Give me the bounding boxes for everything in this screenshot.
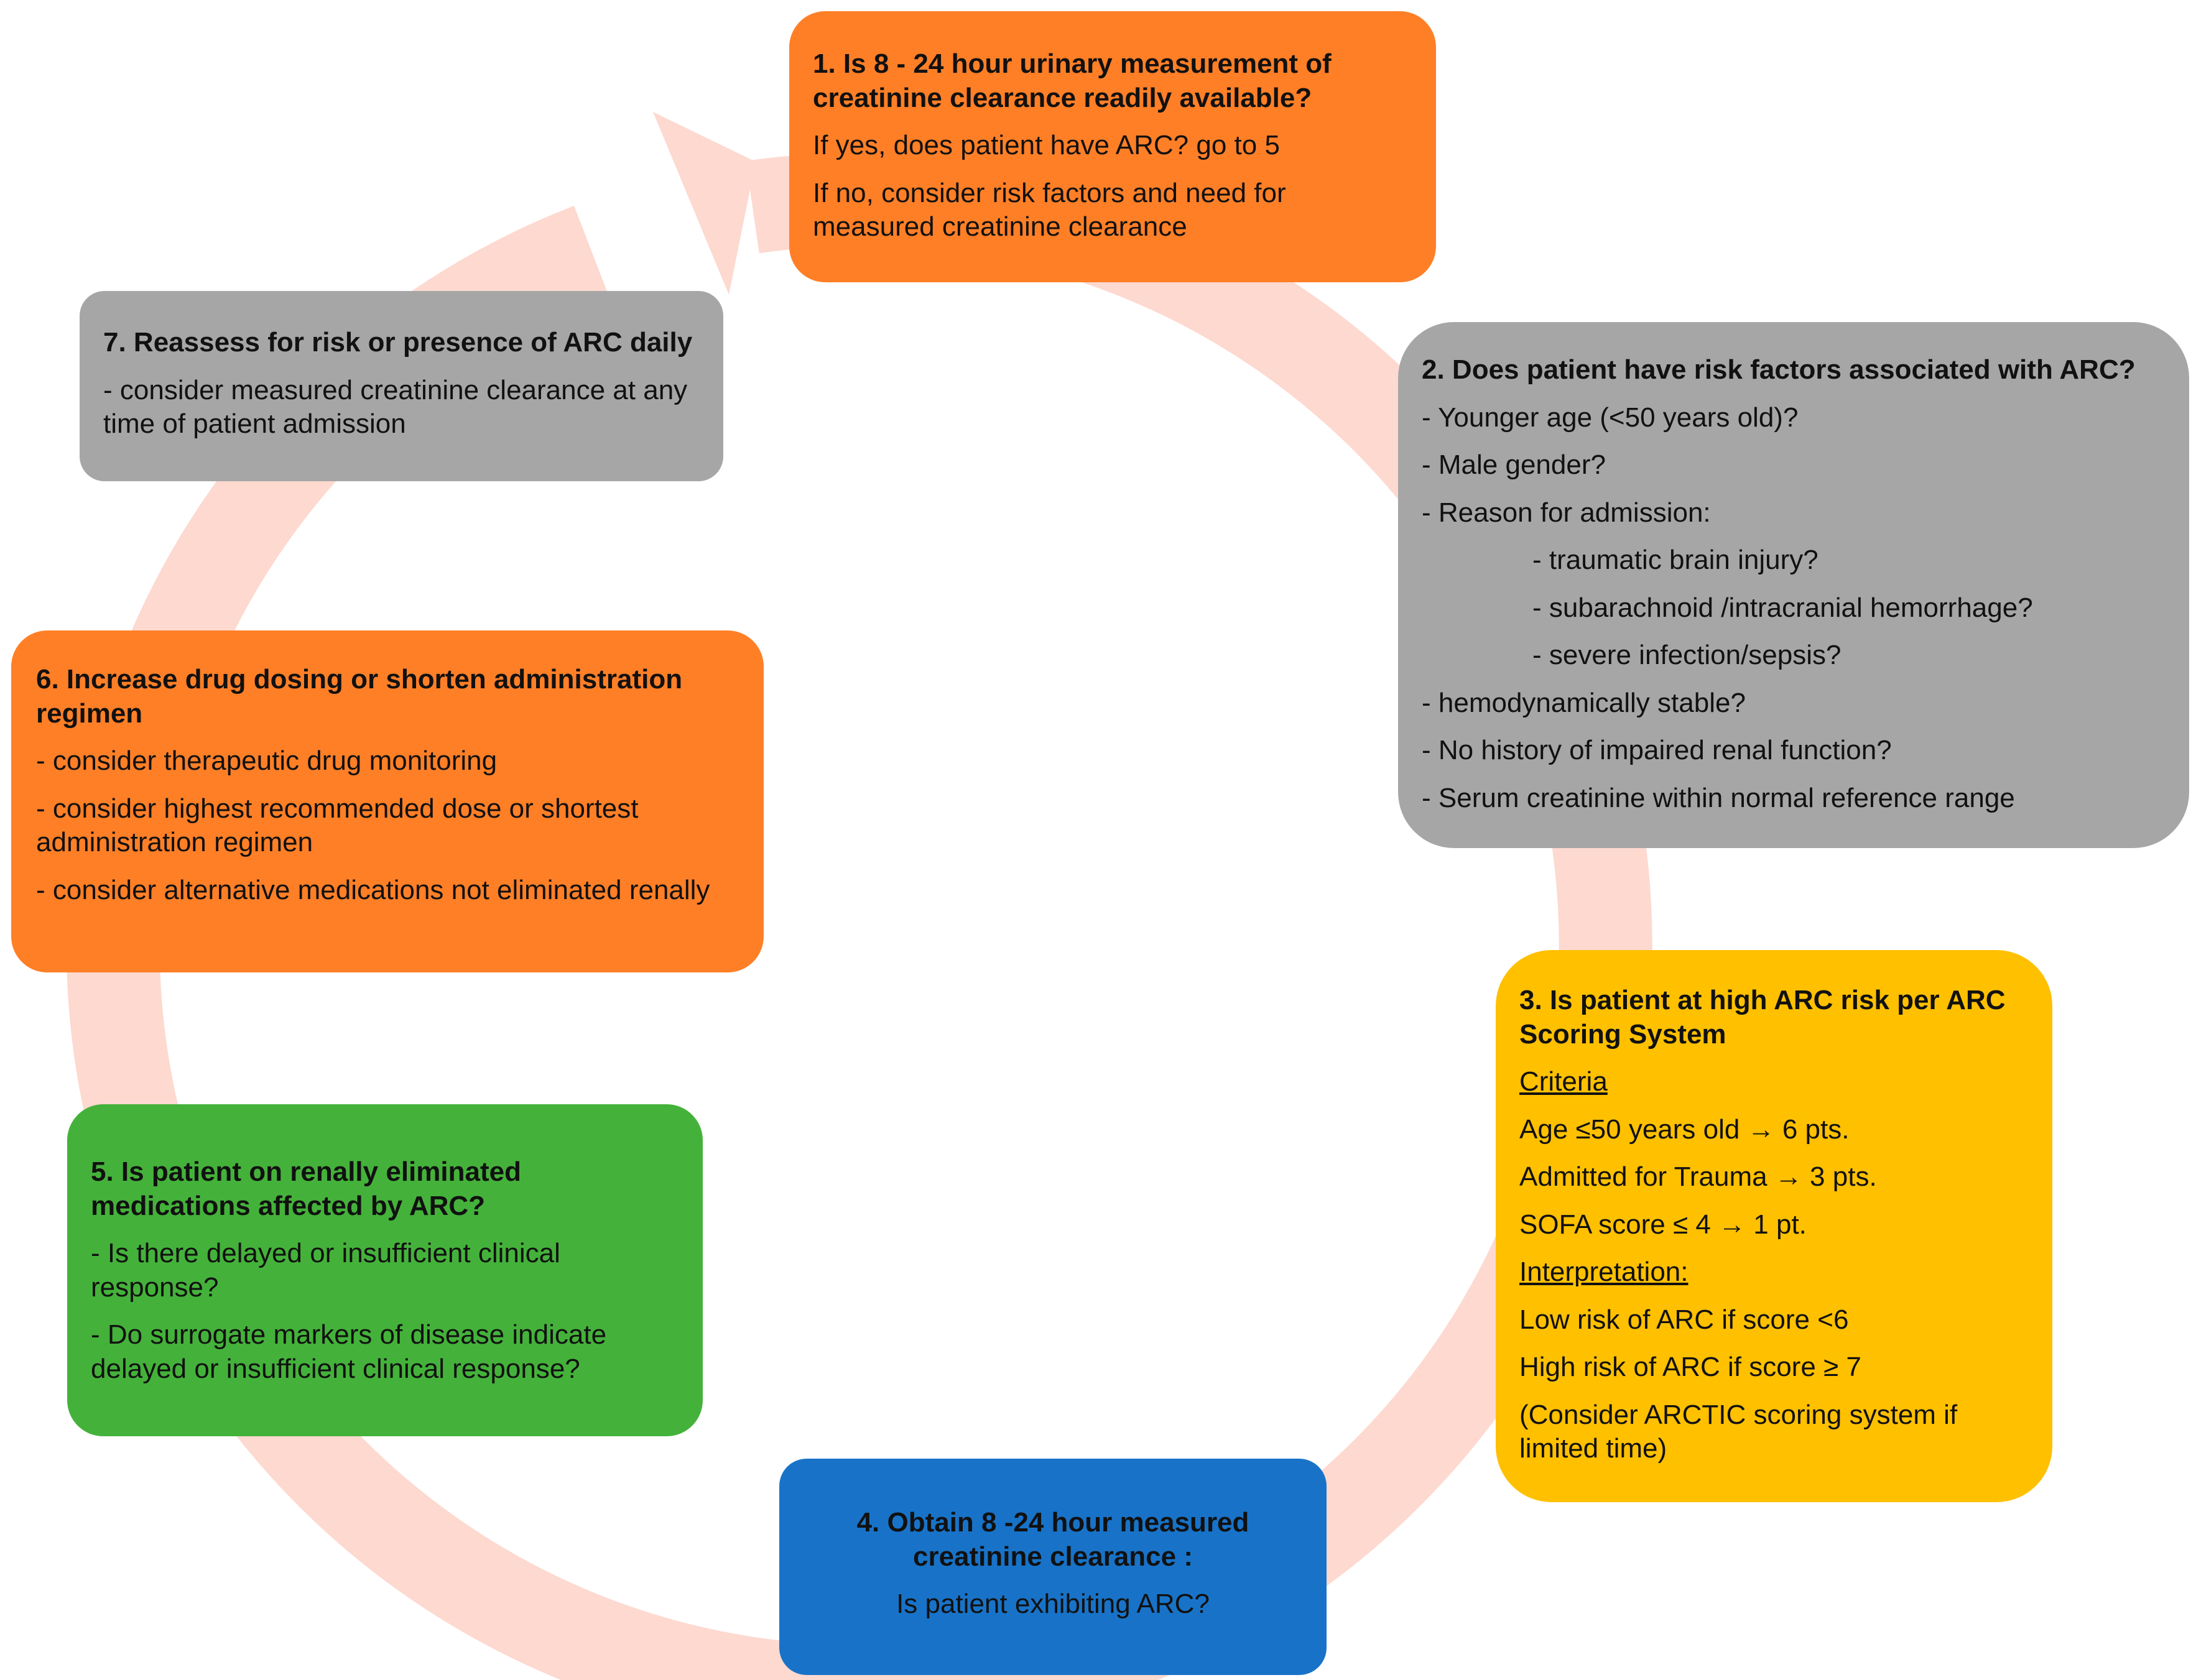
step-7-title: 7. Reassess for risk or presence of ARC … (103, 327, 693, 358)
interpretation-heading-text: Interpretation: (1519, 1257, 1689, 1288)
step-6-line: - consider alternative medications not e… (36, 874, 710, 905)
criteria-heading-text: Criteria (1519, 1066, 1608, 1097)
step-1-line: If yes, does patient have ARC? go to 5 (813, 130, 1280, 161)
step-1-box: 1. Is 8 - 24 hour urinary measurement of… (789, 11, 1436, 282)
step-4-line: Is patient exhibiting ARC? (896, 1589, 1210, 1620)
step-1-title: 1. Is 8 - 24 hour urinary measurement of… (813, 48, 1332, 113)
step-2-line: - Serum creatinine within normal referen… (1422, 782, 2015, 813)
step-2-line: - Younger age (<50 years old)? (1422, 402, 1799, 433)
step-3-criterion: Age ≤50 years old → 6 pts. (1519, 1114, 1850, 1145)
cycle-arrow-head (653, 112, 756, 295)
step-6-line: - consider therapeutic drug monitoring (36, 745, 498, 777)
step-3-criterion: SOFA score ≤ 4 → 1 pt. (1519, 1209, 1807, 1240)
step-3-criterion: Admitted for Trauma → 3 pts. (1519, 1161, 1877, 1193)
step-3-criteria-heading: Criteria (1519, 1065, 2029, 1099)
step-3-interpretation: Low risk of ARC if score <6 (1519, 1304, 1849, 1335)
step-5-line: - Do surrogate markers of disease indica… (91, 1319, 607, 1384)
step-2-line: - No history of impaired renal function? (1422, 735, 1892, 766)
step-6-line: - consider highest recommended dose or s… (36, 793, 639, 858)
step-4-box: 4. Obtain 8 -24 hour measured creatinine… (779, 1459, 1327, 1675)
step-2-line: - Reason for admission: (1422, 497, 1711, 528)
step-4-title: 4. Obtain 8 -24 hour measured creatinine… (856, 1507, 1249, 1572)
step-2-subline: - severe infection/sepsis? (1532, 640, 1842, 671)
step-7-box: 7. Reassess for risk or presence of ARC … (80, 291, 723, 481)
step-2-subline: - traumatic brain injury? (1532, 545, 1818, 576)
step-1-line: If no, consider risk factors and need fo… (813, 177, 1286, 242)
step-5-title: 5. Is patient on renally eliminated medi… (91, 1156, 521, 1221)
step-6-box: 6. Increase drug dosing or shorten admin… (11, 630, 764, 972)
step-2-title: 2. Does patient have risk factors associ… (1422, 354, 2136, 385)
step-7-line: - consider measured creatinine clearance… (103, 374, 688, 440)
step-2-line: - hemodynamically stable? (1422, 687, 1746, 718)
step-3-title: 3. Is patient at high ARC risk per ARC S… (1519, 985, 2006, 1050)
step-3-box: 3. Is patient at high ARC risk per ARC S… (1496, 950, 2052, 1502)
step-5-line: - Is there delayed or insufficient clini… (91, 1238, 560, 1303)
step-2-line: - Male gender? (1422, 450, 1606, 481)
step-3-interpretation: High risk of ARC if score ≥ 7 (1519, 1352, 1861, 1383)
step-3-interpretation: (Consider ARCTIC scoring system if limit… (1519, 1399, 1958, 1464)
step-5-box: 5. Is patient on renally eliminated medi… (67, 1104, 703, 1436)
step-3-interpretation-heading: Interpretation: (1519, 1255, 2029, 1290)
step-6-title: 6. Increase drug dosing or shorten admin… (36, 664, 683, 729)
step-2-subline: - subarachnoid /intracranial hemorrhage? (1532, 592, 2033, 623)
step-2-box: 2. Does patient have risk factors associ… (1398, 322, 2189, 848)
